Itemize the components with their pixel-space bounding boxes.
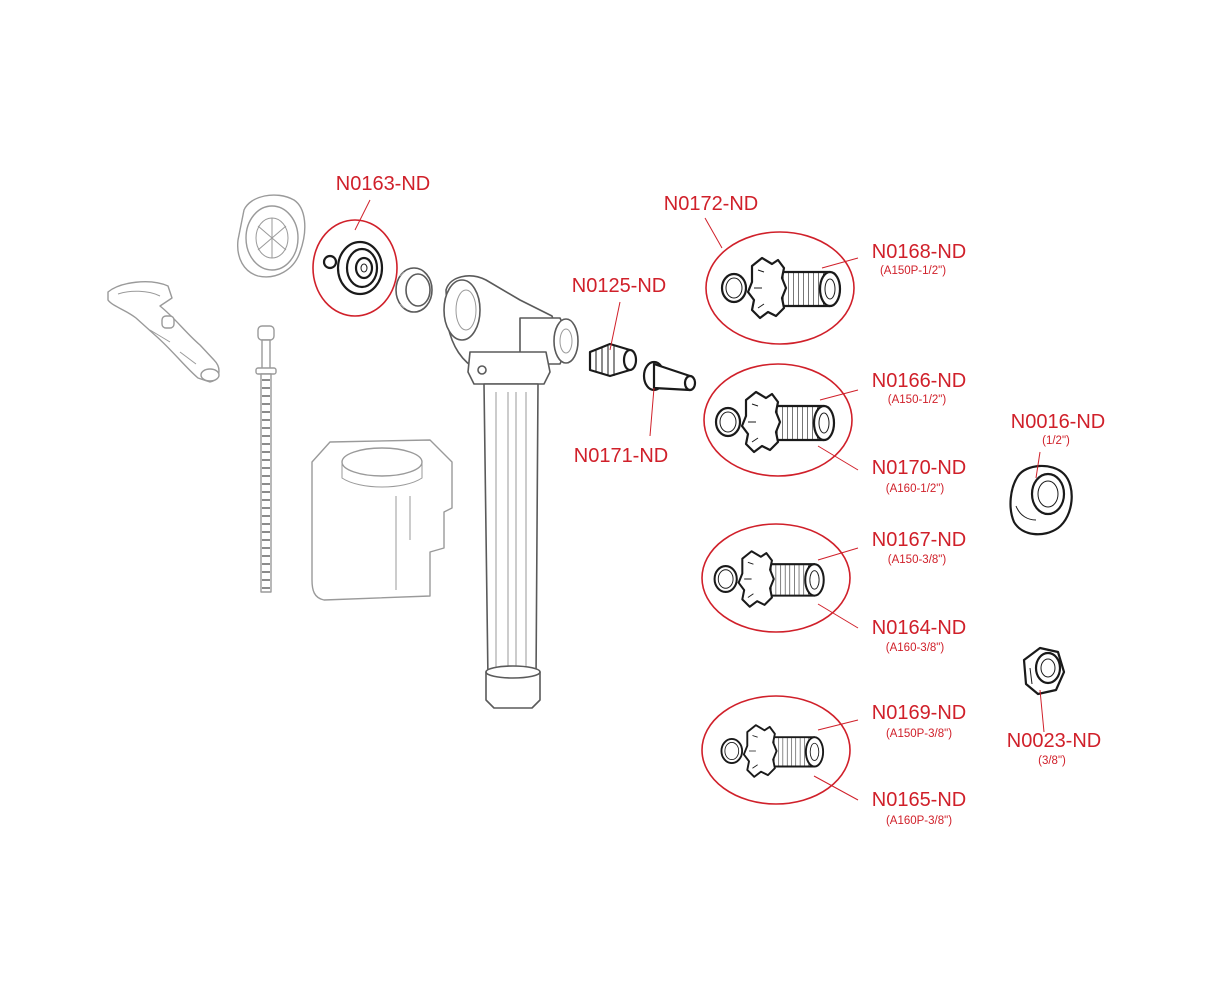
diaphragm-part xyxy=(322,240,384,296)
highlight-ring-n0166 xyxy=(703,363,853,477)
label-n0125: N0125-ND xyxy=(572,275,666,297)
fill-valve-body xyxy=(443,275,579,709)
part-code: N0163-ND xyxy=(336,173,430,195)
part-subtitle: (A150-1/2") xyxy=(888,394,947,406)
label-n0169: N0169-ND (A150P-3/8") xyxy=(872,702,966,740)
part-subtitle: (A160-1/2") xyxy=(886,483,945,495)
part-code: N0171-ND xyxy=(574,445,668,467)
seal-pin xyxy=(642,360,697,392)
highlight-ring-n0169 xyxy=(701,695,851,805)
float-cup xyxy=(311,439,453,601)
part-subtitle: (A150-3/8") xyxy=(888,554,947,566)
part-subtitle: (A150P-3/8") xyxy=(886,728,952,740)
label-n0023: N0023-ND (3/8") xyxy=(1007,730,1101,767)
part-code: N0165-ND xyxy=(872,789,966,811)
retaining-ring xyxy=(395,267,433,313)
label-n0172: N0172-ND xyxy=(664,193,758,215)
float-cap xyxy=(237,194,306,278)
part-subtitle: (A150P-1/2") xyxy=(880,265,946,277)
nut-half-inch xyxy=(1009,464,1073,536)
part-subtitle: (A160P-3/8") xyxy=(886,815,952,827)
label-n0163: N0163-ND xyxy=(336,173,430,195)
part-subtitle: (A160-3/8") xyxy=(886,642,945,654)
float-arm-lever xyxy=(107,281,220,383)
part-code: N0166-ND xyxy=(872,370,966,392)
label-n0166: N0166-ND (A150-1/2") xyxy=(872,370,966,406)
highlight-ring-n0168 xyxy=(705,231,855,345)
leader-lines xyxy=(354,199,1045,801)
part-code: N0023-ND xyxy=(1007,730,1101,752)
label-n0016: N0016-ND (1/2") xyxy=(1011,411,1105,447)
part-code: N0172-ND xyxy=(664,193,758,215)
part-code: N0164-ND xyxy=(872,617,966,639)
label-n0165: N0165-ND (A160P-3/8") xyxy=(872,789,966,827)
part-code: N0170-ND xyxy=(872,457,966,479)
label-n0168: N0168-ND (A150P-1/2") xyxy=(872,241,966,277)
part-code: N0125-ND xyxy=(572,275,666,297)
label-n0167: N0167-ND (A150-3/8") xyxy=(872,529,966,566)
fitting-assembly-1 xyxy=(720,256,842,320)
nut-three-eighths xyxy=(1022,646,1066,696)
fitting-assembly-2 xyxy=(714,390,836,454)
label-n0170: N0170-ND (A160-1/2") xyxy=(872,457,966,495)
fitting-assembly-3 xyxy=(713,550,825,608)
part-code: N0167-ND xyxy=(872,529,966,551)
part-subtitle: (1/2") xyxy=(1042,435,1070,447)
part-code: N0016-ND xyxy=(1011,411,1105,433)
label-n0164: N0164-ND (A160-3/8") xyxy=(872,617,966,654)
highlight-ring-n0163 xyxy=(312,219,398,317)
adjustment-rod xyxy=(255,325,277,593)
fitting-assembly-4 xyxy=(720,724,825,778)
part-subtitle: (3/8") xyxy=(1038,755,1066,767)
highlight-ring-n0167 xyxy=(701,523,851,633)
part-code: N0168-ND xyxy=(872,241,966,263)
filter-screen xyxy=(588,342,638,378)
part-code: N0169-ND xyxy=(872,702,966,724)
label-n0171: N0171-ND xyxy=(574,445,668,467)
